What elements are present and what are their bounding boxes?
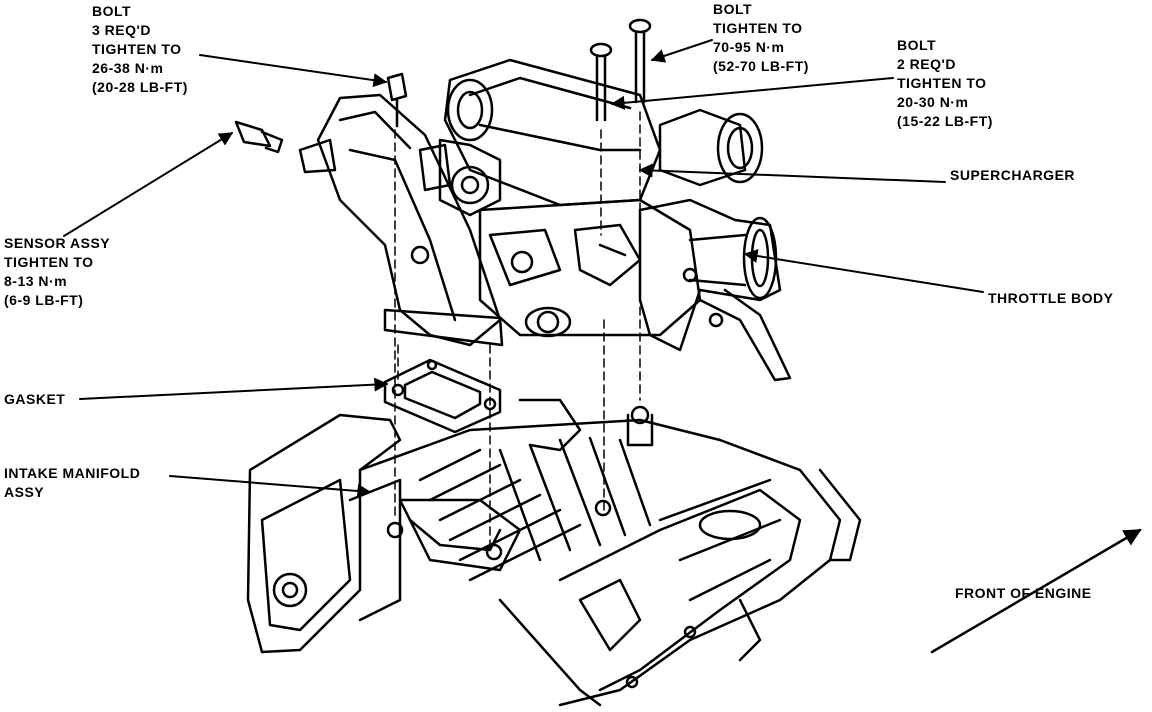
throttle-body-label: THROTTLE BODY [988,289,1114,308]
engine-block-drawing [246,398,862,707]
sensor-line-3: 8-13 N·m [4,273,68,289]
sensor-line-2: TIGHTEN TO [4,254,94,270]
bolts-drawing [386,18,652,551]
upper-plenum-drawing [298,93,504,347]
bolt-left-line-3: TIGHTEN TO [92,41,182,57]
supercharger-text: SUPERCHARGER [950,167,1076,183]
bolt-left-line-1: BOLT [92,3,132,19]
bolt-top-label: BOLT TIGHTEN TO 70-95 N·m (52-70 LB-FT) [713,0,809,76]
supercharger-label: SUPERCHARGER [950,166,1075,185]
intake-manifold-line-2: ASSY [4,484,45,500]
bolt-top-line-1: BOLT [713,1,753,17]
bolt-left-line-4: 26-38 N·m [92,60,164,76]
throttle-body-text: THROTTLE BODY [988,290,1114,306]
gasket-text: GASKET [4,391,66,407]
leader-lines [63,39,1142,654]
front-of-engine-label: FRONT OF ENGINE [955,584,1092,603]
bolt-top-line-3: 70-95 N·m [713,39,785,55]
gasket-label: GASKET [4,390,65,409]
bolt-right-line-5: (15-22 LB-FT) [897,113,993,129]
bolt-right-line-1: BOLT [897,37,937,53]
bolt-right-line-4: 20-30 N·m [897,94,969,110]
bolt-right-line-3: TIGHTEN TO [897,75,987,91]
bolt-left-line-2: 3 REQ'D [92,22,151,38]
supercharger-drawing [418,58,764,338]
throttle-body-drawing [638,198,792,382]
intake-manifold-line-1: INTAKE MANIFOLD [4,465,141,481]
bolt-right-label: BOLT 2 REQ'D TIGHTEN TO 20-30 N·m (15-22… [897,36,993,131]
bolt-top-line-4: (52-70 LB-FT) [713,58,809,74]
sensor-label: SENSOR ASSY TIGHTEN TO 8-13 N·m (6-9 LB-… [4,234,110,310]
bolt-left-label: BOLT 3 REQ'D TIGHTEN TO 26-38 N·m (20-28… [92,2,188,97]
bolt-left-line-5: (20-28 LB-FT) [92,79,188,95]
sensor-line-4: (6-9 LB-FT) [4,292,84,308]
sensor-drawing [234,120,284,154]
gasket-drawing [383,358,502,434]
front-of-engine-text: FRONT OF ENGINE [955,585,1092,601]
sensor-line-1: SENSOR ASSY [4,235,111,251]
bolt-top-line-2: TIGHTEN TO [713,20,803,36]
intake-manifold-label: INTAKE MANIFOLD ASSY [4,464,140,502]
bolt-right-line-2: 2 REQ'D [897,56,956,72]
